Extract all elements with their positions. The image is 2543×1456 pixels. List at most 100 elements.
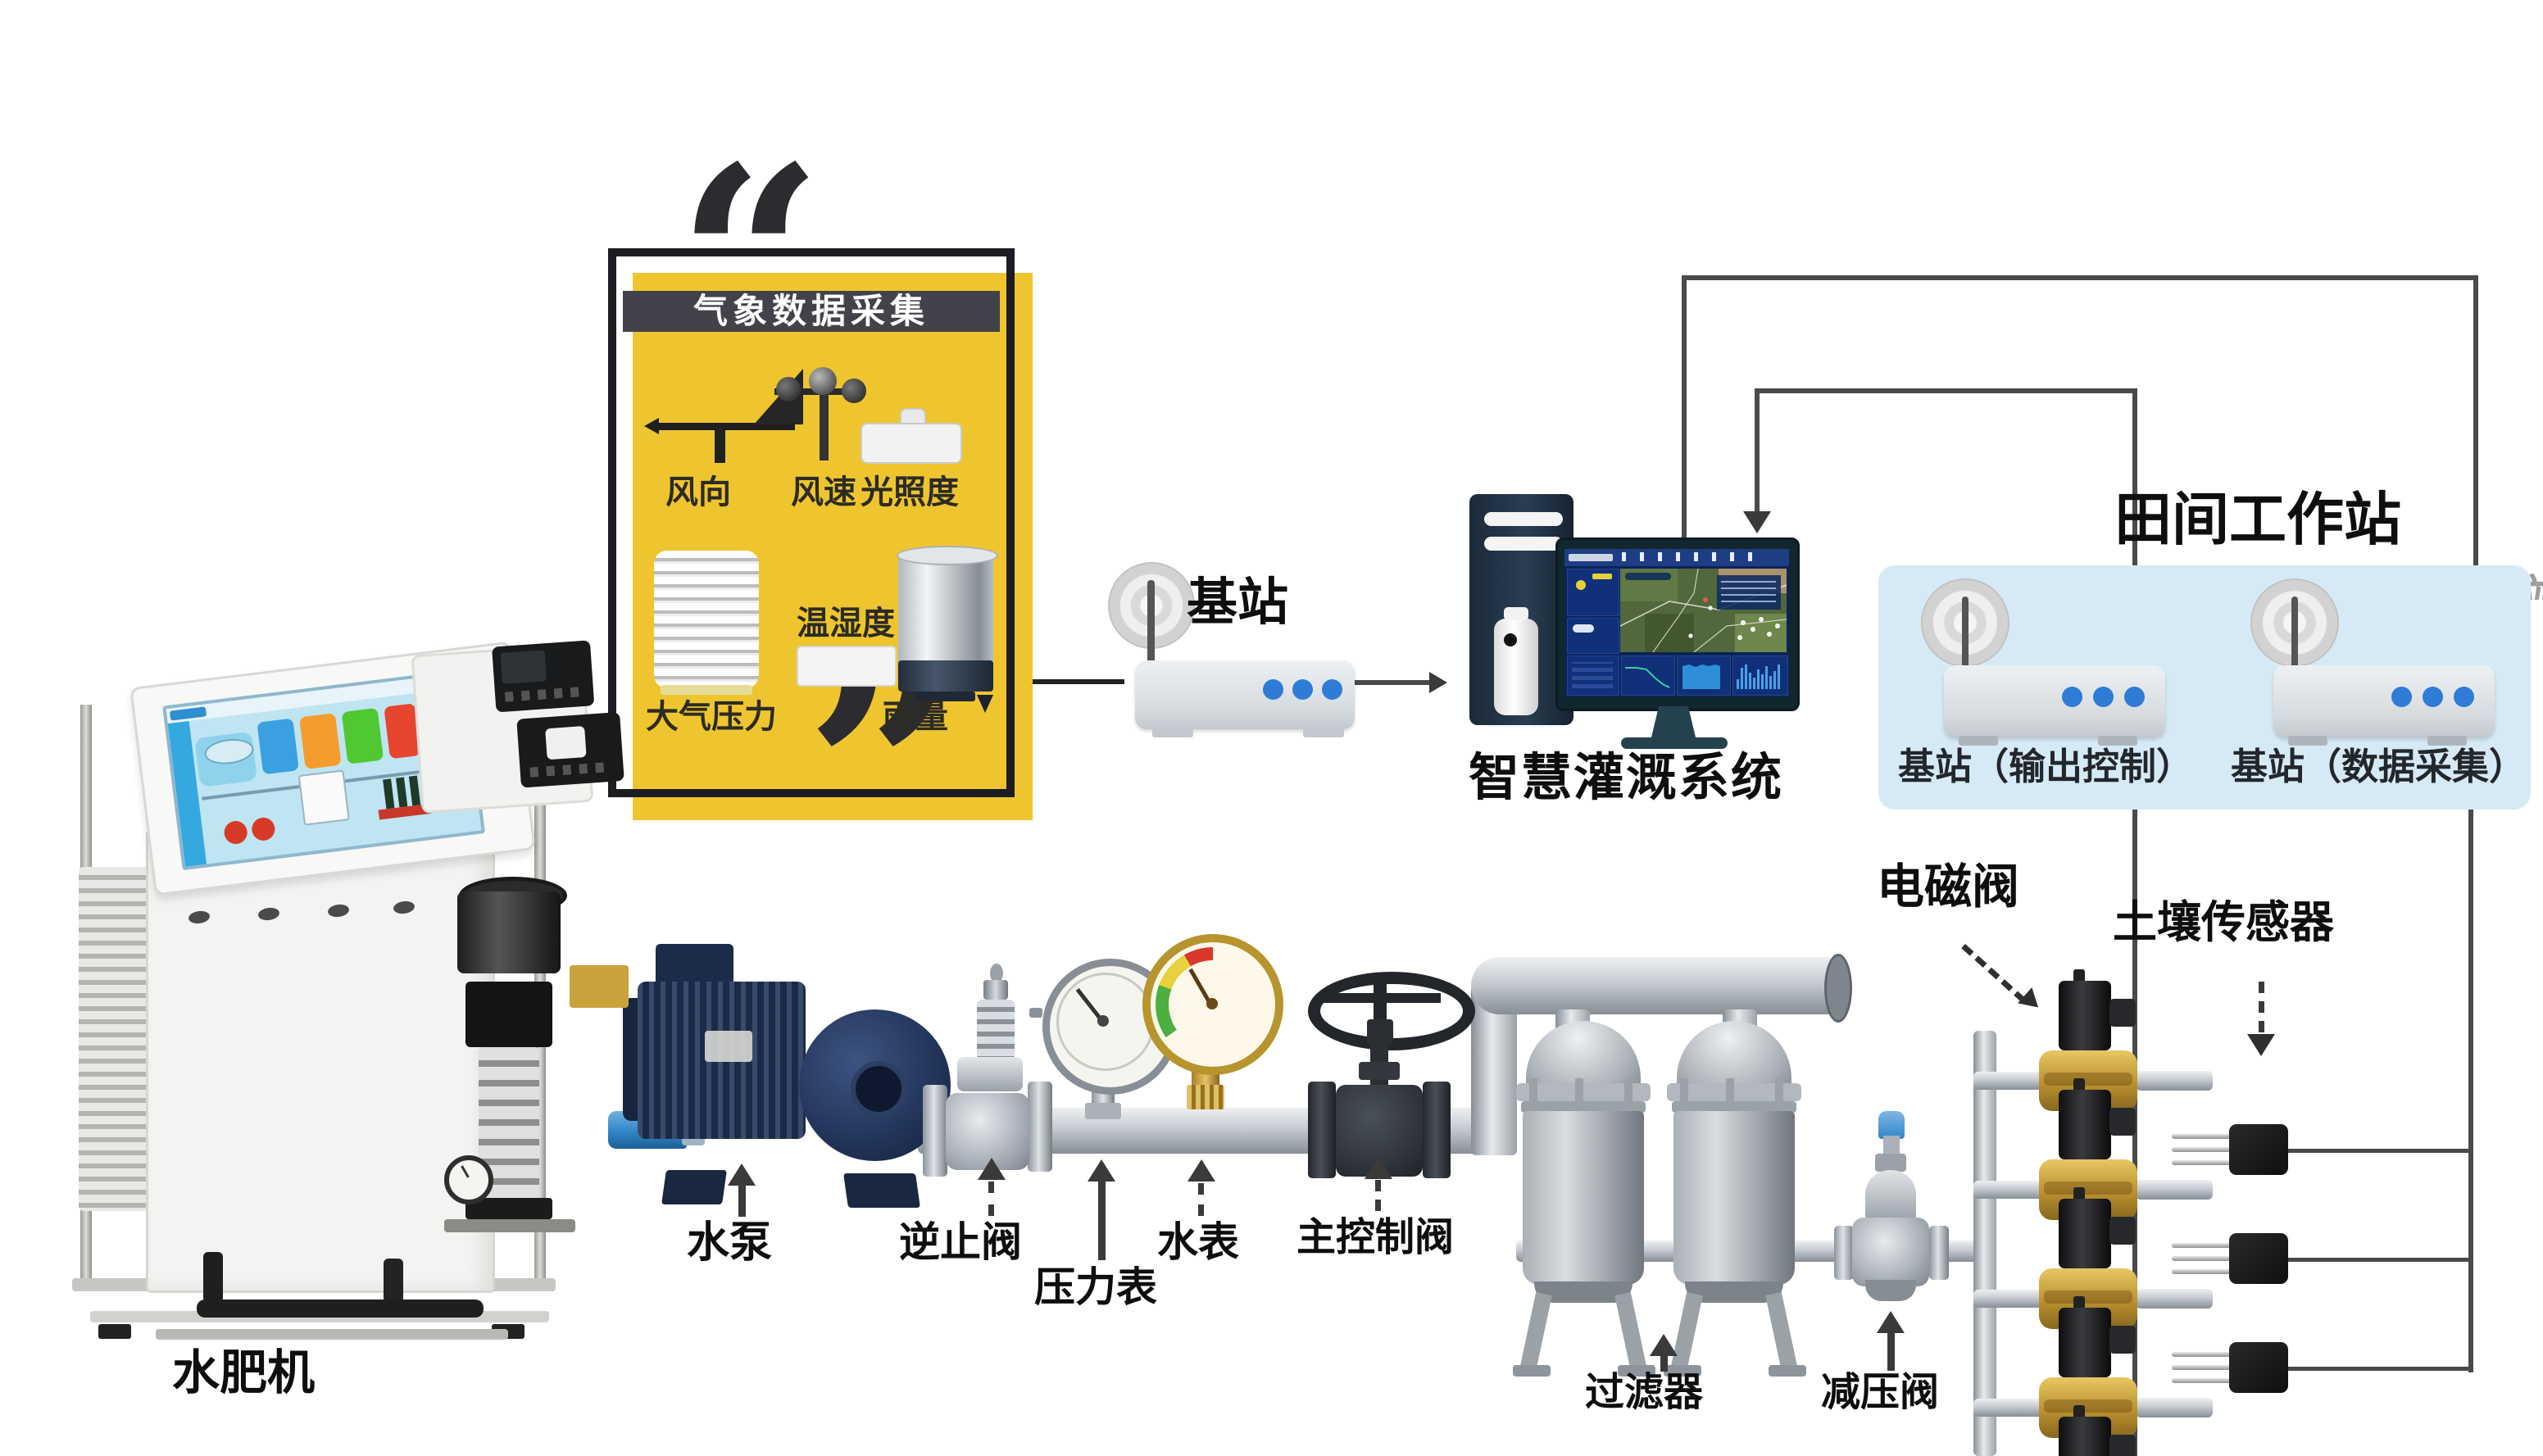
link-mid-left-vertical <box>1755 388 1760 513</box>
sensor-wire-2 <box>2286 1258 2472 1262</box>
soil-sensor-2 <box>2172 1233 2288 1286</box>
solenoid-valve-5 <box>2037 1405 2139 1456</box>
valve-outlet-stub-1 <box>2136 1071 2213 1091</box>
main-valve-pointer-head <box>1365 1157 1392 1179</box>
reducing-valve-pointer <box>1887 1331 1895 1371</box>
output-control-station <box>1914 572 2177 752</box>
solenoid-valve-3 <box>2037 1187 2139 1331</box>
router-foot <box>2288 736 2327 746</box>
water-meter-label: 水表 <box>1157 1218 1239 1266</box>
quote-open-icon: “ <box>677 111 824 410</box>
router-foot <box>1959 736 1998 746</box>
wind-speed-label: 风速 <box>791 474 856 511</box>
fertilizer-machine <box>66 639 629 1352</box>
filter-tank-2 <box>1664 1018 1806 1381</box>
monitor-stand <box>1651 706 1696 741</box>
router-indicator-2 <box>2423 687 2443 707</box>
water-meter <box>1141 934 1283 1154</box>
monitor <box>1555 537 1800 711</box>
manifold-vertical-pipe <box>1973 1031 1996 1456</box>
solenoid-valve-2 <box>2037 1078 2139 1222</box>
router-indicator-2 <box>2093 687 2114 707</box>
data-collect-label: 基站（数据采集） <box>2231 745 2527 788</box>
antenna-rod-icon <box>1962 596 1969 675</box>
anemometer-icon <box>774 364 866 464</box>
soil-sensor-1 <box>2172 1124 2288 1177</box>
soil-sensor-pointer-head <box>2247 1034 2275 1056</box>
sensor-wire-1 <box>2286 1149 2472 1153</box>
link-top-left-vertical <box>1682 275 1687 537</box>
router-indicator-3 <box>1322 679 1342 700</box>
check-valve-pointer <box>988 1182 994 1216</box>
water-meter-pointer-head <box>1187 1159 1215 1182</box>
air-pressure-label: 大气压力 <box>646 698 777 736</box>
rainfall-label: 雨量 <box>883 698 948 736</box>
fertilizer-machine-label: 水肥机 <box>172 1345 316 1400</box>
router-foot <box>2098 736 2137 746</box>
filter-pointer-head <box>1650 1334 1678 1356</box>
main-control-valve <box>1303 967 1475 1180</box>
pressure-gauge-pointer-head <box>1088 1159 1115 1182</box>
router-indicator-2 <box>1292 679 1313 700</box>
router-foot <box>2427 736 2467 746</box>
link-basestation-computer <box>1351 680 1431 685</box>
antenna-rod-icon <box>1147 580 1155 665</box>
pump-pointer-head <box>728 1163 756 1186</box>
check-valve <box>916 964 1064 1178</box>
tower-bottle <box>1494 607 1538 715</box>
filter-label: 过滤器 <box>1585 1369 1704 1415</box>
machine-gauge-icon <box>444 1155 493 1204</box>
valve-outlet-stub-2 <box>2136 1180 2213 1200</box>
temp-humidity-label: 温湿度 <box>797 605 895 642</box>
link-top-horizontal <box>1682 275 2478 280</box>
illuminance-label: 光照度 <box>861 474 959 511</box>
solenoid-valve-label: 电磁阀 <box>1877 859 2020 914</box>
pump-pointer <box>738 1184 746 1217</box>
output-control-label: 基站（输出控制） <box>1898 745 2194 788</box>
arrow-into-monitor <box>1743 511 1771 533</box>
soil-sensor-pointer <box>2259 982 2264 1032</box>
field-workstation-title: 田间工作站 <box>2114 486 2401 553</box>
valve-outlet-stub-4 <box>2136 1398 2213 1417</box>
soil-sensor-bus-vertical <box>2468 742 2473 1372</box>
irrigation-system-label: 智慧灌溉系统 <box>1469 747 1784 807</box>
link-top-right-vertical <box>2473 275 2478 646</box>
pump-label: 水泵 <box>687 1218 773 1268</box>
router-indicator-3 <box>2454 687 2474 707</box>
router-body <box>1135 660 1355 729</box>
soil-sensor-label: 土壤传感器 <box>2113 896 2334 948</box>
link-mid-horizontal <box>1755 388 2137 393</box>
router-indicator-1 <box>1263 679 1283 700</box>
weather-title-band: 气象数据采集 <box>623 291 1000 332</box>
weather-box-frame <box>608 248 1015 797</box>
solenoid-valve-pointer <box>1961 944 2046 1016</box>
wind-direction-label: 风向 <box>665 474 731 511</box>
machine-control-box <box>411 640 624 814</box>
machine-pump-unit <box>444 877 631 1303</box>
light-sensor-icon <box>861 408 962 464</box>
antenna-rod-icon <box>2291 596 2298 675</box>
radiation-shield-icon <box>654 551 759 688</box>
sensor-wire-3 <box>2286 1367 2472 1371</box>
radiation-shield-base <box>661 685 752 695</box>
soil-sensor-3 <box>2172 1342 2288 1395</box>
base-station-label: 基站 <box>1187 572 1289 632</box>
router-indicator-1 <box>2391 687 2412 707</box>
arrow-into-computer <box>1429 672 1447 693</box>
solenoid-valve-4 <box>2037 1296 2139 1440</box>
pressure-reducing-valve <box>1829 1108 1952 1304</box>
overhead-pipe <box>1471 957 1837 1014</box>
router-indicator-1 <box>2062 687 2082 707</box>
reducing-valve-label: 减压阀 <box>1821 1369 1940 1415</box>
solenoid-valve-1 <box>2037 969 2139 1114</box>
monitor-screen <box>1564 549 1789 696</box>
weather-title: 气象数据采集 <box>693 290 929 331</box>
monitor-base <box>1621 737 1728 749</box>
check-valve-pointer-head <box>978 1158 1006 1180</box>
water-pump <box>623 942 959 1213</box>
main-valve-pointer <box>1375 1180 1381 1211</box>
water-meter-pointer <box>1198 1183 1204 1216</box>
rain-gauge-icon <box>897 546 998 713</box>
pressure-gauge-label: 压力表 <box>1034 1263 1157 1311</box>
